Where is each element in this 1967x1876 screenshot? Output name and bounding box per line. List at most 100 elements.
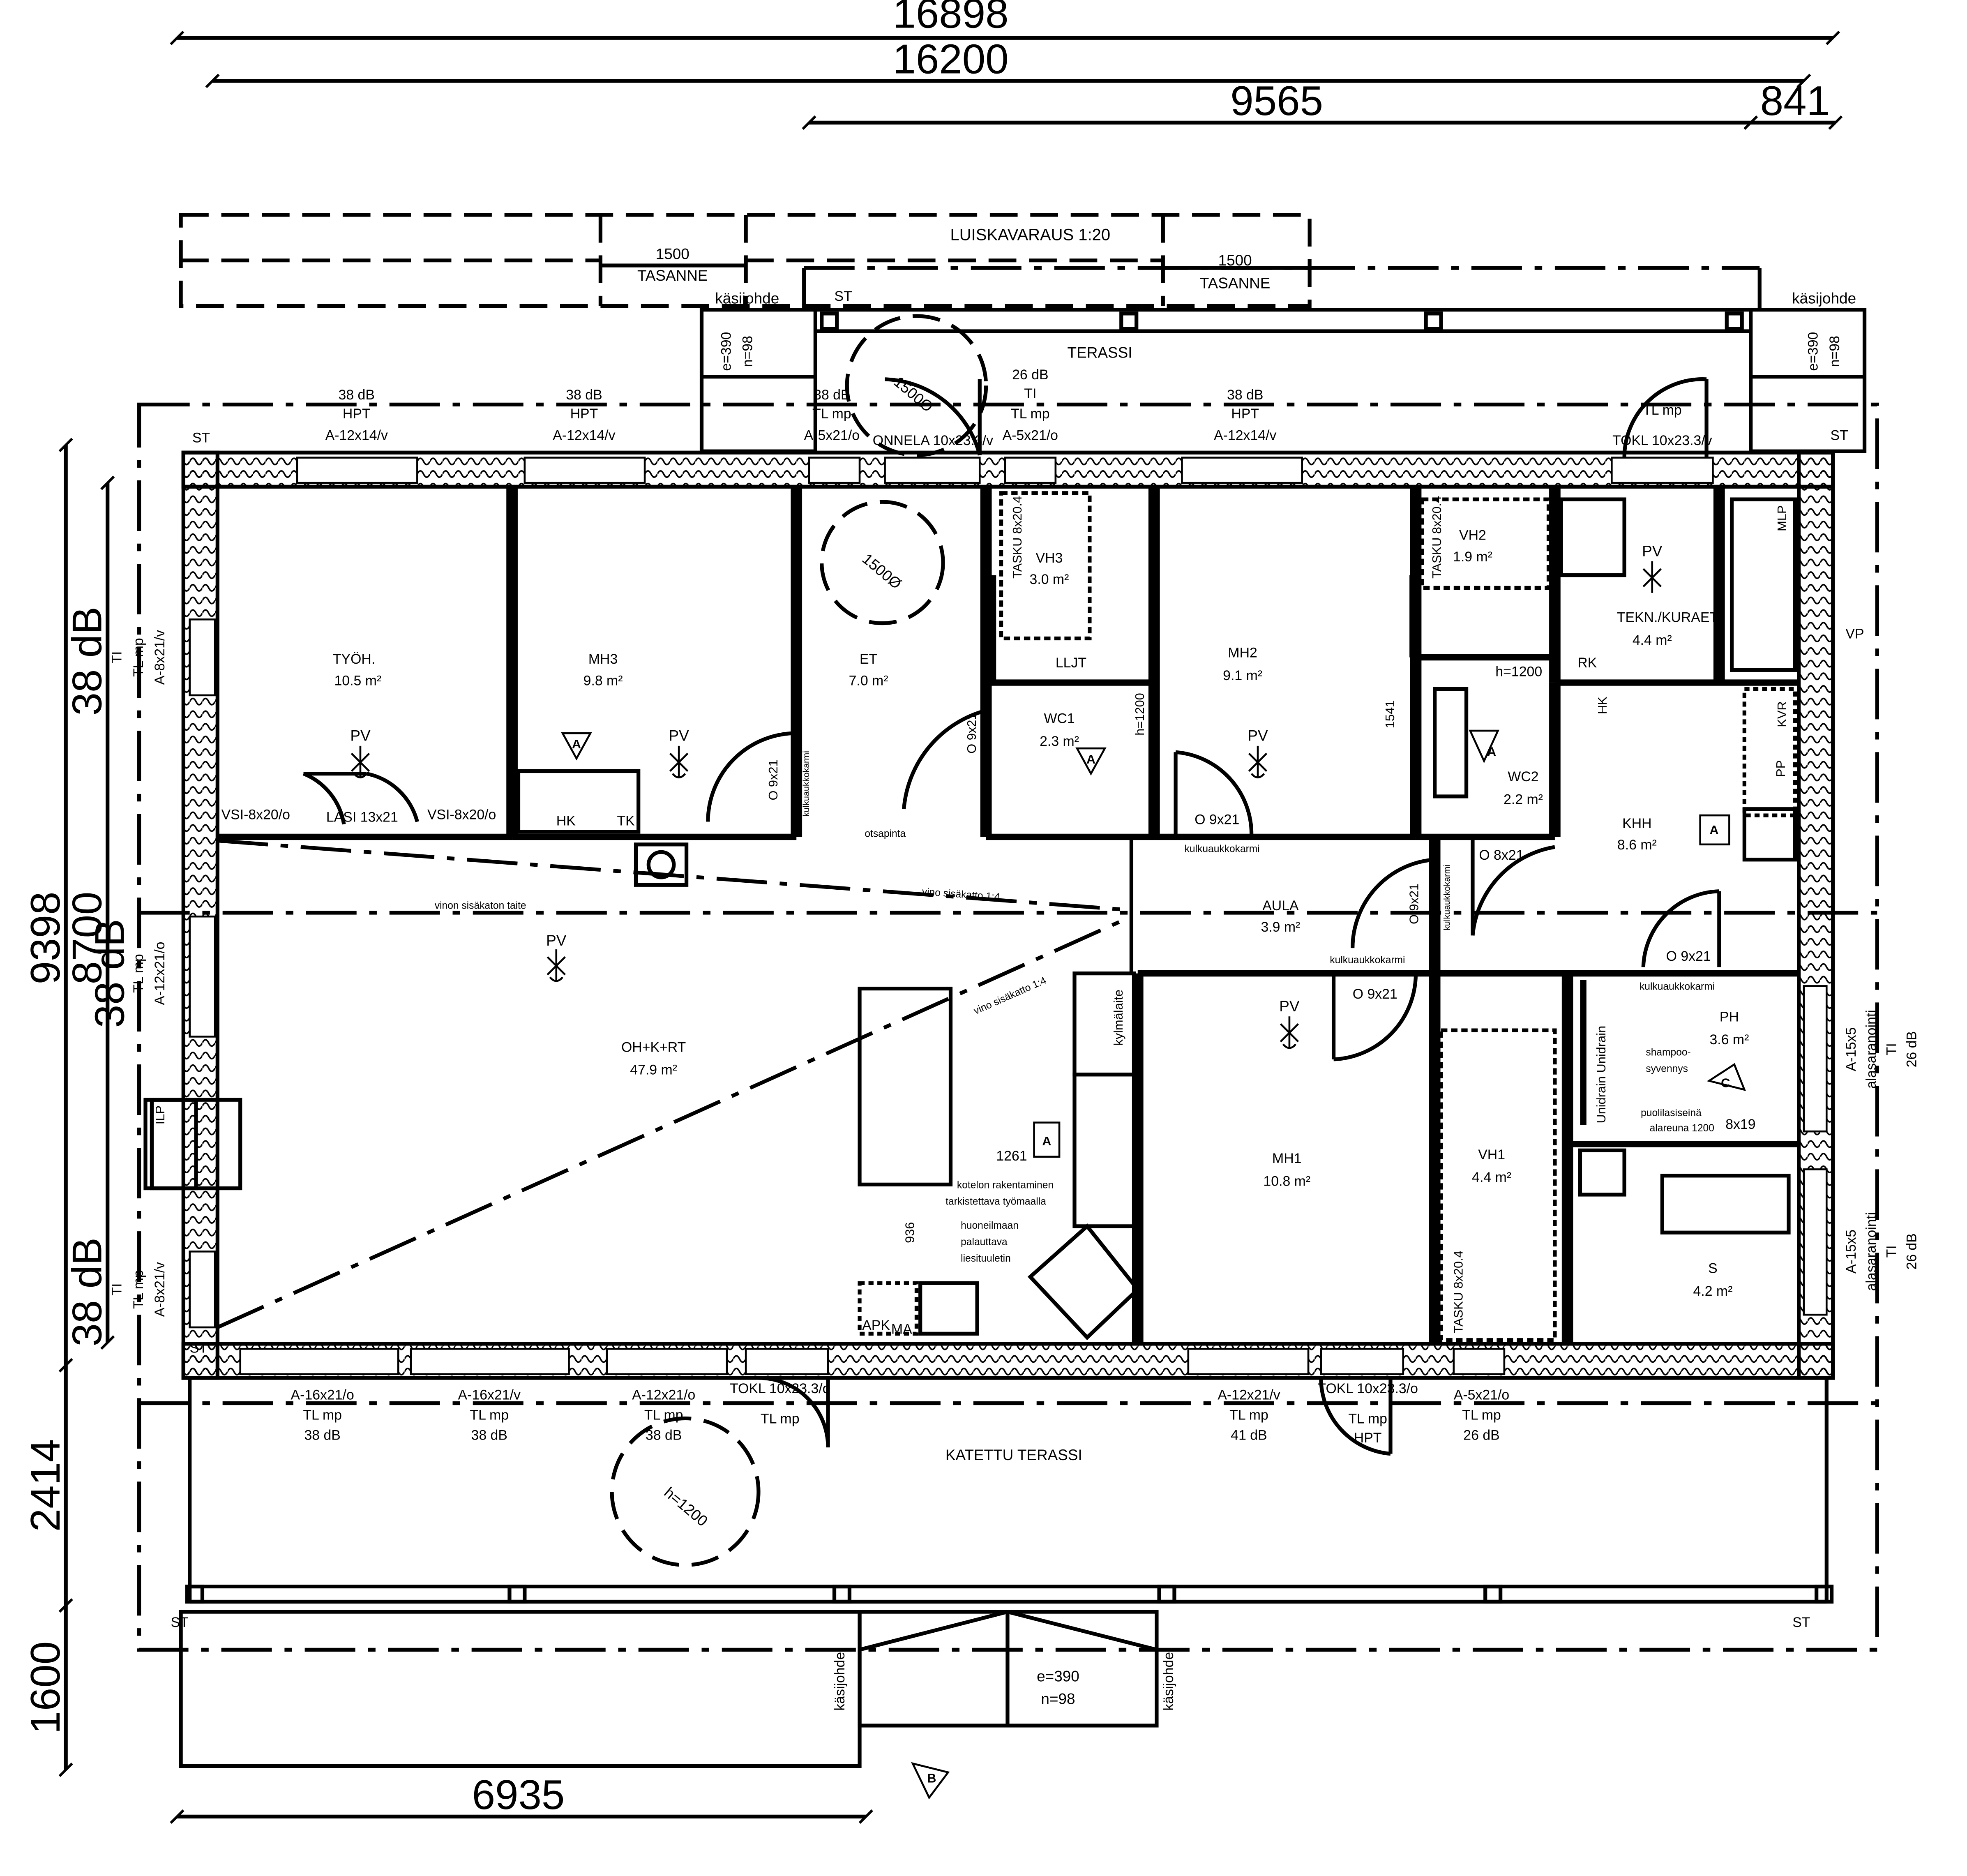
win-bot-4-size: TOKL 10x23.3/o	[730, 1381, 830, 1396]
section-a-1: A	[572, 737, 581, 751]
o921-et: O 9x21	[964, 713, 979, 754]
bottom-handrail-left: käsijohde	[832, 1652, 848, 1711]
door-swings	[302, 377, 1721, 1456]
win-right-2-size: A-15x5	[1843, 1230, 1859, 1274]
dim-total-width: 16898	[892, 0, 1008, 37]
covered-terrace	[139, 1378, 1877, 1768]
win-bot-5-type: TL mp	[1229, 1408, 1268, 1423]
win-bot-5-db: 41 dB	[1231, 1428, 1267, 1443]
stair-n-right: n=98	[1827, 336, 1842, 367]
h1200-wc1: h=1200	[1132, 693, 1147, 735]
handrail-label-left: käsijohde	[715, 290, 779, 307]
win-top-1-size: A-12x14/v	[325, 427, 388, 443]
st-label-3: ST	[1831, 427, 1848, 443]
ramp-dim-1: 1500	[656, 246, 689, 263]
win-left-3-type: TI	[109, 1283, 125, 1296]
puol-label-2: alareuna 1200	[1650, 1123, 1714, 1134]
dim-building-depth: 8700	[63, 892, 110, 985]
o921-mh3: O 9x21	[766, 759, 780, 800]
win-top-4-type: TI	[1024, 386, 1036, 402]
win-bot-4-type: TL mp	[761, 1411, 800, 1427]
win-top-3-type: TL mp	[812, 406, 851, 422]
rk-label: RK	[1577, 655, 1597, 671]
win-bot-2-size: A-16x21/v	[458, 1387, 521, 1403]
dim-db-left-2: 38 dB	[86, 919, 133, 1028]
vp-label: VP	[1845, 626, 1864, 641]
win-bot-2-type: TL mp	[470, 1408, 509, 1423]
room-name-s: S	[1708, 1261, 1718, 1276]
st-label-2: ST	[835, 288, 852, 304]
slope-label-1: vino sisäkatto 1:4	[922, 886, 1000, 902]
win-left-1-size: A-8x21/v	[152, 630, 168, 685]
win-right-2-note: alasaranointi	[1863, 1212, 1879, 1291]
h1200-label-1: h=1200	[1495, 664, 1542, 680]
o921-mh1: O 9x21	[1353, 986, 1397, 1002]
stair-n-left: n=98	[740, 336, 756, 367]
win-right-2-type: TI	[1884, 1245, 1899, 1258]
st-label-1: ST	[192, 430, 210, 446]
dim-terrace-depth: 2414	[22, 1439, 69, 1532]
pv-label-oh: PV	[546, 932, 567, 949]
bottom-stair-n: n=98	[1041, 1691, 1075, 1708]
mlp-label: MLP	[1775, 505, 1789, 531]
ceiling-slope-lines	[139, 839, 1877, 1329]
win-bot-1-size: A-16x21/o	[291, 1387, 354, 1403]
bottom-stair-e: e=390	[1037, 1668, 1079, 1684]
o921-aula: O 9x21	[1194, 812, 1239, 828]
kylmalaite-label: kylmälaite	[1111, 990, 1125, 1046]
win-top-1-type: HPT	[343, 406, 371, 422]
section-a-3: A	[1042, 1134, 1051, 1148]
kulku-rot-1: kulkuaukkokarmi	[801, 751, 811, 817]
dim-936: 936	[902, 1222, 917, 1243]
vsi-label-1: VSI-8x20/o	[221, 807, 290, 822]
apk-label: APK	[862, 1318, 890, 1333]
win-bot-6-size: TOKL 10x23.3/o	[1317, 1381, 1418, 1396]
section-markers	[561, 729, 1746, 1800]
win-top-2-db: 38 dB	[566, 387, 602, 403]
room-area-vh1: 4.4 m²	[1472, 1170, 1511, 1185]
door-top-onnela: ONNELA 10x23.3/v	[873, 433, 993, 448]
puol-label-1: puolilasiseinä	[1641, 1108, 1702, 1119]
room-area-wc2: 2.2 m²	[1503, 791, 1543, 807]
room-name-vh2: VH2	[1459, 528, 1486, 543]
win-right-2-db: 26 dB	[1904, 1233, 1920, 1269]
top-terrace	[699, 308, 1867, 453]
room-name-oh: OH+K+RT	[621, 1039, 686, 1055]
room-name-wc2: WC2	[1508, 769, 1538, 785]
huone-label-1: huoneilmaan	[961, 1220, 1019, 1231]
hk-label: HK	[556, 813, 576, 829]
win-top-4-db: 26 dB	[1012, 367, 1048, 383]
room-name-mh1: MH1	[1272, 1151, 1301, 1166]
room-name-wc1: WC1	[1044, 711, 1075, 727]
turning-circles	[610, 314, 988, 1567]
win-bot-7-db: 26 dB	[1463, 1428, 1499, 1443]
room-area-et: 7.0 m²	[849, 673, 888, 688]
section-a-5: A	[1709, 823, 1718, 837]
win-bot-2-db: 38 dB	[471, 1428, 507, 1443]
pp-label: PP	[1773, 760, 1788, 777]
room-area-vh2: 1.9 m²	[1453, 549, 1492, 565]
room-area-s: 4.2 m²	[1693, 1283, 1732, 1299]
st-label-5: ST	[171, 1615, 189, 1630]
win-left-2-type: TL mp	[131, 954, 146, 993]
win-top-1-db: 38 dB	[339, 387, 375, 403]
section-c: C	[1721, 1075, 1730, 1090]
pv-symbols	[351, 561, 1662, 1049]
door-top-tokl: TOKL 10x23.3/v	[1612, 433, 1712, 448]
room-area-ph: 3.6 m²	[1709, 1032, 1749, 1048]
kvr-label: KVR	[1775, 701, 1789, 727]
ma-label: MA	[891, 1321, 912, 1337]
room-area-vh3: 3.0 m²	[1030, 572, 1069, 587]
unidrain-label-2: Unidrain	[1594, 1076, 1608, 1124]
st-label-6: ST	[1792, 1615, 1810, 1630]
win-bot-3-size: A-12x21/o	[632, 1387, 695, 1403]
room-area-mh3: 9.8 m²	[583, 673, 623, 688]
st-label-4: ST	[190, 1340, 208, 1356]
shampoo-label-2: syvennys	[1646, 1064, 1688, 1075]
win-top-5-size: A-12x14/v	[1214, 427, 1276, 443]
win-left-3-size: A-8x21/v	[152, 1262, 168, 1317]
room-area-aula: 3.9 m²	[1261, 919, 1300, 935]
dim-total-depth: 9398	[22, 892, 69, 985]
kotelo-label-2: tarkistettava työmaalla	[945, 1196, 1046, 1207]
